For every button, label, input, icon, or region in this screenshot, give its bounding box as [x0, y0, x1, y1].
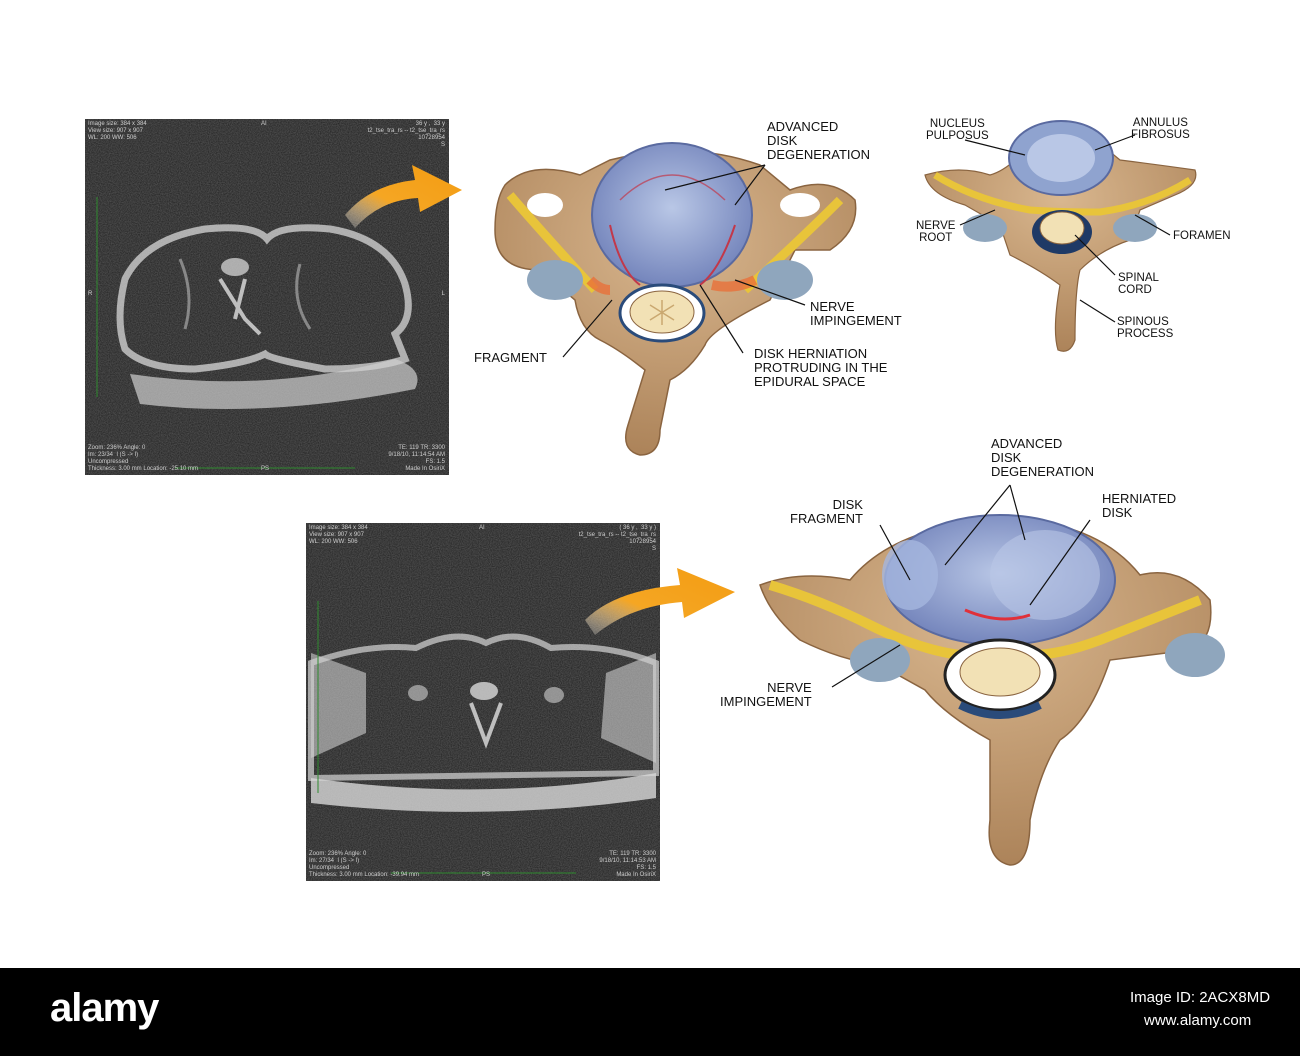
- mri-meta-bottom-left: Zoom: 236% Angle: 0 Im: 23/34 I (S -> I)…: [88, 445, 199, 472]
- vertebra-diseased-top: [494, 142, 857, 456]
- label-disk-herniation: DISK HERNIATION PROTRUDING IN THE EPIDUR…: [754, 346, 888, 389]
- label-herniated-disk: HERNIATED DISK: [1102, 491, 1177, 520]
- mri-meta-top-right: ( 36 y , 33 y ) t2_tse_tra_rs -- t2_tse_…: [578, 525, 656, 552]
- mri-scan-bottom-image: [306, 523, 660, 881]
- mri-meta-bottom-center: PS: [261, 466, 270, 472]
- mri-scan-top: Image size: 384 x 384 View size: 907 x 9…: [85, 119, 449, 475]
- mri-scan-top-image: [85, 119, 449, 475]
- label-nerve-root: NERVE ROOT: [916, 220, 956, 244]
- image-id: Image ID: 2ACX8MD: [1130, 989, 1271, 1006]
- mri-meta-top-center: AI: [479, 525, 485, 531]
- mri-meta-top-center: AI: [261, 121, 267, 127]
- arrow-bottom: [585, 568, 735, 635]
- label-disk-fragment: DISK FRAGMENT: [790, 497, 863, 526]
- mri-meta-top-left: Image size: 384 x 384 View size: 907 x 9…: [309, 525, 368, 545]
- label-annulus-fibrosus: ANNULUS FIBROSUS: [1131, 117, 1190, 141]
- footer-bar: [0, 968, 1300, 1056]
- label-nerve-impingement-top: NERVE IMPINGEMENT: [810, 299, 902, 328]
- label-advanced-disk-degeneration-top: ADVANCED DISK DEGENERATION: [767, 119, 871, 162]
- mri-meta-side-r: R: [88, 291, 93, 297]
- mri-meta-side-l: L: [441, 291, 445, 297]
- label-nucleus-pulposus: NUCLEUS PULPOSUS: [926, 118, 989, 142]
- mri-meta-bottom-right: TE: 119 TR: 3300 9/18/10, 11:14:53 AM FS…: [599, 851, 656, 878]
- mri-meta-top-right: 36 y , 33 y t2_tse_tra_rs -- t2_tse_tra_…: [367, 121, 445, 148]
- vertebra-diseased-bottom: [759, 514, 1225, 866]
- mri-meta-bottom-right: TE: 119 TR: 3300 9/18/10, 11:14:54 AM FS…: [388, 445, 445, 472]
- brand-logo: alamy: [50, 986, 159, 1030]
- arrow-top: [345, 165, 462, 228]
- label-advanced-disk-degeneration-bottom: ADVANCED DISK DEGENERATION: [991, 436, 1095, 479]
- site-url: www.alamy.com: [1144, 1012, 1252, 1029]
- label-fragment: FRAGMENT: [474, 350, 547, 365]
- leader-lines: [562, 134, 1171, 688]
- label-nerve-impingement-bottom: NERVE IMPINGEMENT: [720, 680, 812, 709]
- label-spinous-process: SPINOUS PROCESS: [1117, 316, 1174, 340]
- label-spinal-cord: SPINAL CORD: [1118, 272, 1159, 296]
- mri-meta-bottom-left: Zoom: 236% Angle: 0 Im: 27/34 I (S -> I)…: [309, 851, 420, 878]
- vertebra-normal: [924, 120, 1197, 352]
- mri-meta-bottom-center: PS: [482, 872, 491, 878]
- illustration-canvas: [345, 120, 1225, 866]
- mri-scan-bottom: Image size: 384 x 384 View size: 907 x 9…: [306, 523, 660, 881]
- label-foramen: FORAMEN: [1173, 230, 1231, 242]
- mri-meta-top-left: Image size: 384 x 384 View size: 907 x 9…: [88, 121, 147, 141]
